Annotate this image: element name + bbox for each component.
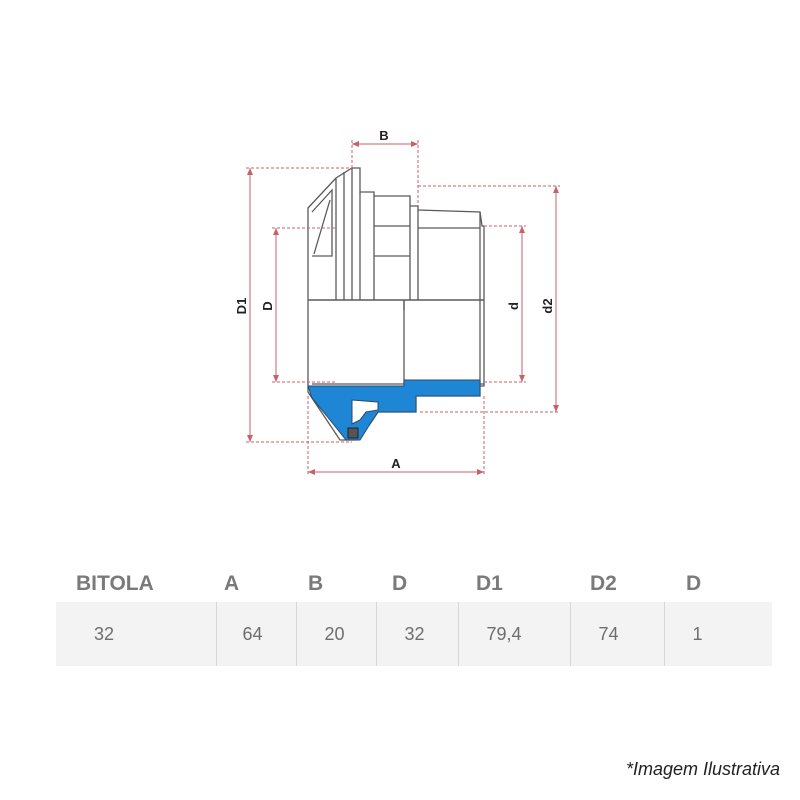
cell-d-thickness: 1	[663, 602, 772, 666]
cell-b: 20	[295, 602, 376, 666]
cell-a: 64	[215, 602, 296, 666]
cell-bitola: 32	[56, 602, 216, 666]
label-B: B	[379, 128, 388, 143]
label-D1: D1	[234, 298, 249, 315]
label-d2: d2	[540, 298, 555, 313]
illustrative-image-note: *Imagem Ilustrativa	[625, 759, 780, 779]
label-A: A	[391, 456, 401, 471]
specs-header-row: BITOLA A B D D1 D2 D	[56, 566, 772, 602]
header-d1: D1	[476, 572, 503, 595]
header-d-thickness: D	[686, 572, 702, 595]
label-d: d	[506, 302, 521, 310]
header-bitola: BITOLA	[76, 572, 154, 595]
table-row: 32 64 20 32 79,4 74 1	[56, 602, 772, 666]
cell-d1: 79,4	[457, 602, 570, 666]
cell-d: 32	[375, 602, 458, 666]
cell-d2: 74	[569, 602, 664, 666]
technical-drawing: B A D1 D d d2	[234, 128, 560, 476]
header-d: D	[392, 572, 408, 595]
header-d2: D2	[590, 572, 617, 595]
header-b: B	[308, 572, 324, 595]
seal-ring	[347, 427, 359, 439]
specs-table: BITOLA A B D D1 D2 D 32 64 20 32 79,4 74…	[56, 566, 772, 666]
header-a: A	[224, 572, 240, 595]
label-D: D	[260, 301, 275, 310]
section-fill	[307, 379, 481, 441]
